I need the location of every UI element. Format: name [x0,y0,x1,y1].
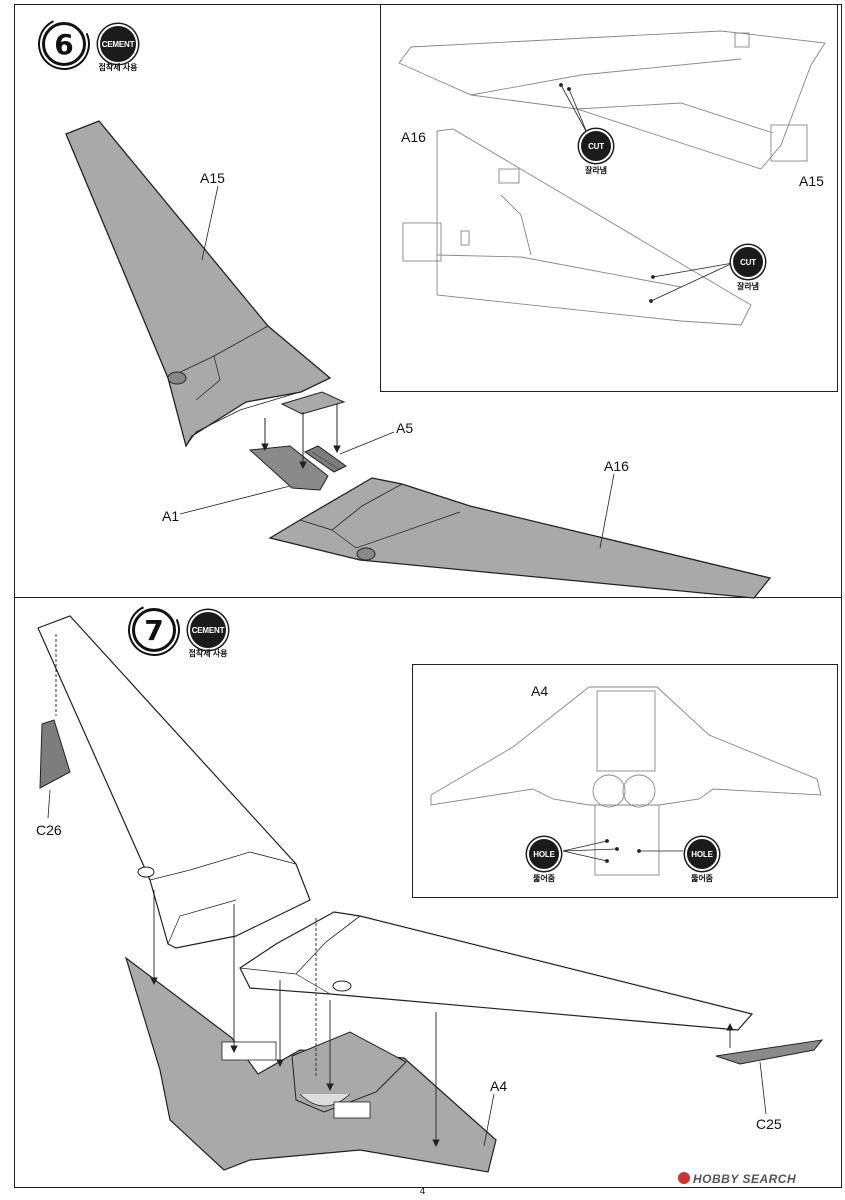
a5-part [303,445,347,473]
step-number: 6 [54,27,74,61]
cut-icon: CUT [731,245,765,279]
watermark-text: HOBBY SEARCH [693,1172,797,1186]
label-c25: C25 [756,1116,782,1132]
a16-inner-wing-part [268,477,772,599]
cement-caption: 접착제 사용 [188,649,228,658]
label-a15: A15 [200,170,225,186]
outer-wing-part [37,615,311,949]
step-number: 7 [144,613,164,647]
label-a4: A4 [490,1078,508,1094]
hole-label: HOLE [533,849,555,859]
inset-fuselage-outline [430,686,822,876]
cement-caption: 접착제 사용 [98,63,138,72]
cut-caption: 잘라냄 [584,166,608,175]
cement-label: CEMENT [191,625,225,635]
c26-part [39,719,71,789]
step-6-badge: 6 [30,10,98,78]
watermark: HOBBY SEARCH [678,1172,796,1186]
cut-icon: CUT [579,129,613,163]
cut-label: CUT [740,257,756,267]
a4-part [124,956,497,1173]
hole-caption: 뚫어줌 [690,874,714,883]
inset-label-a4: A4 [531,683,549,699]
section-divider [14,597,842,598]
cut-label: CUT [588,141,604,151]
step-7-badge: 7 [120,596,188,664]
inset-label-a16: A16 [401,129,426,145]
step-6-illustration [65,120,772,599]
cement-icon: CEMENT [188,610,228,650]
inset-wing-outlines [398,30,826,326]
inset-label-a15: A15 [799,173,824,189]
label-a5: A5 [396,420,414,436]
label-a1: A1 [162,508,180,524]
label-c26: C26 [36,822,62,838]
a15-outer-wing-part [65,120,332,448]
cement-label: CEMENT [101,39,135,49]
step-6-cut-inset: A15 A16 CUT 잘라냄 CUT 잘라냄 [380,4,838,392]
hole-caption: 뚫어줌 [532,874,556,883]
label-a16: A16 [604,458,629,474]
cement-icon: CEMENT [98,24,138,64]
hole-label: HOLE [691,849,713,859]
page-number: 4 [419,1186,426,1197]
step-7-hole-inset: A4 HOLE 뚫어줌 HOLE 뚫어줌 [412,664,838,898]
hole-icon: HOLE [685,837,719,871]
cut-caption: 잘라냄 [736,282,760,291]
c25-part [715,1039,824,1065]
a1-part [248,445,329,491]
hobby-search-logo-icon [678,1172,690,1184]
inner-wing-part [239,911,754,1031]
hole-icon: HOLE [527,837,561,871]
